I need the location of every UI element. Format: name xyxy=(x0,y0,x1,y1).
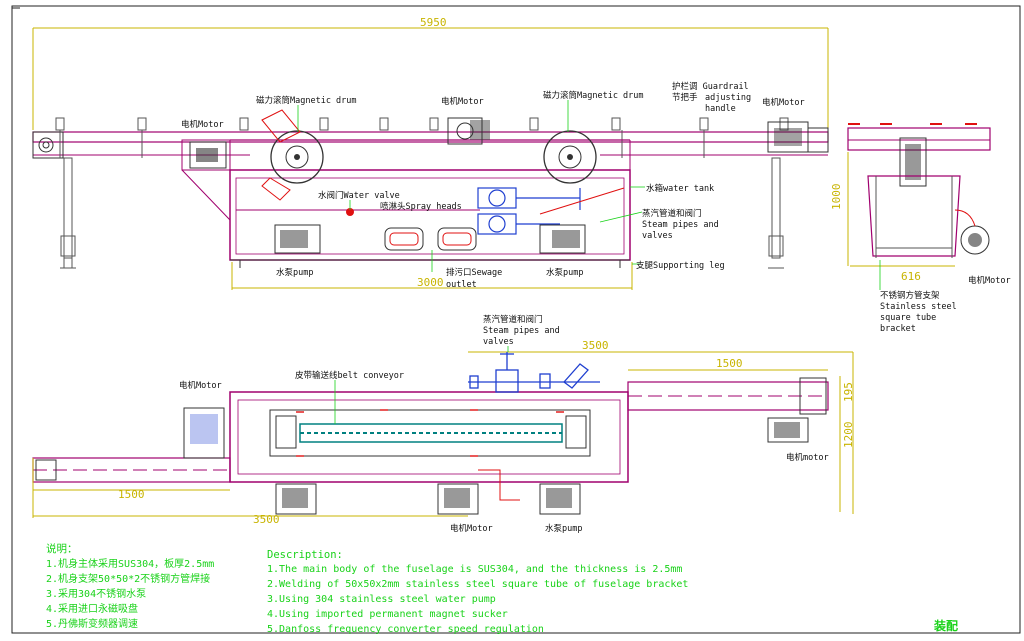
belt-rollers xyxy=(275,415,587,449)
label-sewage-en: outlet xyxy=(446,280,477,290)
dim-side-height: 1000 xyxy=(830,184,843,211)
side-view: 1000 616 电机Motor 不锈钢方管支架 Stainless steel… xyxy=(830,123,1011,334)
assembly-tag: 装配 xyxy=(933,618,958,633)
dim-top-left-len: 1500 xyxy=(118,488,145,501)
notes-en: Description: 1.The main body of the fuse… xyxy=(267,549,688,635)
dim-top-total-right: 3500 xyxy=(582,339,609,352)
label-supporting-leg: 支腿Supporting leg xyxy=(636,260,725,271)
dim-total-length: 5950 xyxy=(420,16,447,29)
label-steam-cn: 蒸汽管道和阀门 xyxy=(642,208,702,219)
label-guardrail-4: handle xyxy=(705,104,736,114)
front-motor-mid xyxy=(447,117,483,145)
notes-cn-item: 1.机身主体采用SUS304，板厚2.5mm xyxy=(46,557,214,570)
front-pump-left xyxy=(274,224,321,254)
leader-lines xyxy=(297,100,645,272)
top-machine-body xyxy=(229,391,629,483)
label-water-tank: 水箱water tank xyxy=(646,183,714,194)
label-pump-right: 水泵pump xyxy=(546,267,583,278)
spray-heads xyxy=(384,227,477,251)
dim-top-right-len: 1500 xyxy=(716,357,743,370)
label-motor-mid: 电机Motor xyxy=(441,96,484,107)
label-water-valve: 水阀门Water valve xyxy=(318,190,400,201)
dim-top-width: 1200 xyxy=(842,422,855,449)
top-view: 3500 1500 195 1200 xyxy=(32,314,855,534)
dim-top-small: 195 xyxy=(842,382,855,402)
label-top-motor-bottom: 电机Motor xyxy=(450,523,493,534)
notes-cn-title: 说明： xyxy=(46,542,78,555)
label-top-pump: 水泵pump xyxy=(545,523,582,534)
top-motor-right xyxy=(767,417,809,443)
notes-cn: 说明： 1.机身主体采用SUS304，板厚2.5mm 2.机身支架50*50*2… xyxy=(46,542,214,630)
right-support-leg xyxy=(771,157,781,259)
side-column xyxy=(899,137,927,187)
notes-cn-item: 5.丹佛斯变频器调速 xyxy=(46,617,138,630)
magnetic-drum-left xyxy=(270,130,324,184)
belt-conveyor-frame xyxy=(269,409,591,457)
front-motor-left xyxy=(189,141,227,169)
label-motor-left: 电机Motor xyxy=(181,119,224,130)
top-pump-right xyxy=(539,483,581,515)
dim-top-total-left: 3500 xyxy=(253,513,280,526)
notes-cn-item: 3.采用304不锈钢水泵 xyxy=(46,587,146,600)
label-bracket-en3: bracket xyxy=(880,324,916,334)
label-side-motor: 电机Motor xyxy=(968,275,1011,286)
notes-cn-item: 2.机身支架50*50*2不锈钢方管焊接 xyxy=(46,572,210,585)
label-top-steam-en1: Steam pipes and xyxy=(483,326,560,336)
label-magnetic-drum-right: 磁力滚筒Magnetic drum xyxy=(543,90,644,101)
label-motor-right: 电机Motor xyxy=(762,97,805,108)
left-end-wheel xyxy=(38,137,54,153)
sheet-border xyxy=(11,5,1021,634)
label-guardrail-3: adjusting xyxy=(705,93,751,103)
water-valve xyxy=(346,208,354,216)
notes-en-item: 5.Danfoss frequency converter speed regu… xyxy=(267,624,544,635)
front-view: 5950 xyxy=(32,16,829,290)
notes-en-title: Description: xyxy=(267,549,343,561)
label-top-steam-en2: valves xyxy=(483,337,514,347)
label-top-motor-left: 电机Motor xyxy=(179,380,222,391)
label-steam-en1: Steam pipes and xyxy=(642,220,719,230)
notes-cn-item: 4.采用进口永磁吸盘 xyxy=(46,602,138,615)
magnetic-drum-right xyxy=(543,130,597,184)
label-pump-left: 水泵pump xyxy=(276,267,313,278)
top-motor-left xyxy=(183,407,225,459)
label-magnetic-drum-left: 磁力滚筒Magnetic drum xyxy=(256,95,357,106)
top-steam-pipes xyxy=(468,352,600,393)
label-bracket-en1: Stainless steel xyxy=(880,302,957,312)
label-top-motor-right: 电机motor xyxy=(786,452,829,463)
dim-side-width: 616 xyxy=(901,270,921,283)
label-sewage-cn: 排污口Sewage xyxy=(446,267,502,278)
infeed-hopper xyxy=(181,139,231,260)
notes-en-item: 4.Using imported permanent magnet sucker xyxy=(267,609,508,620)
label-guardrail-1: 护栏调 Guardrail xyxy=(672,81,749,92)
label-spray-heads: 喷淋头Spray heads xyxy=(380,201,462,212)
guardrail-posts xyxy=(55,117,789,158)
steam-pipes-front xyxy=(477,187,581,235)
top-pump-left xyxy=(275,483,317,515)
label-belt-conveyor: 皮带输送线belt conveyor xyxy=(295,370,404,381)
top-red-marks xyxy=(296,409,564,457)
label-guardrail-2: 节把手 xyxy=(672,92,698,103)
notes-en-item: 2.Welding of 50x50x2mm stainless steel s… xyxy=(267,579,688,590)
label-bracket-en2: square tube xyxy=(880,313,936,323)
dim-leg-span: 3000 xyxy=(417,276,444,289)
notes-en-item: 1.The main body of the fuselage is SUS30… xyxy=(267,564,682,575)
label-bracket-cn: 不锈钢方管支架 xyxy=(880,290,940,301)
front-pump-right xyxy=(539,224,586,254)
belt-conveyor xyxy=(299,423,563,443)
notes-en-item: 3.Using 304 stainless steel water pump xyxy=(267,594,496,605)
label-steam-en2: valves xyxy=(642,231,673,241)
side-bracket xyxy=(867,175,961,257)
top-motor-bottom xyxy=(437,483,479,515)
label-top-steam-cn: 蒸汽管道和阀门 xyxy=(483,314,543,325)
left-support-leg xyxy=(63,157,73,259)
left-end-block xyxy=(32,131,64,159)
